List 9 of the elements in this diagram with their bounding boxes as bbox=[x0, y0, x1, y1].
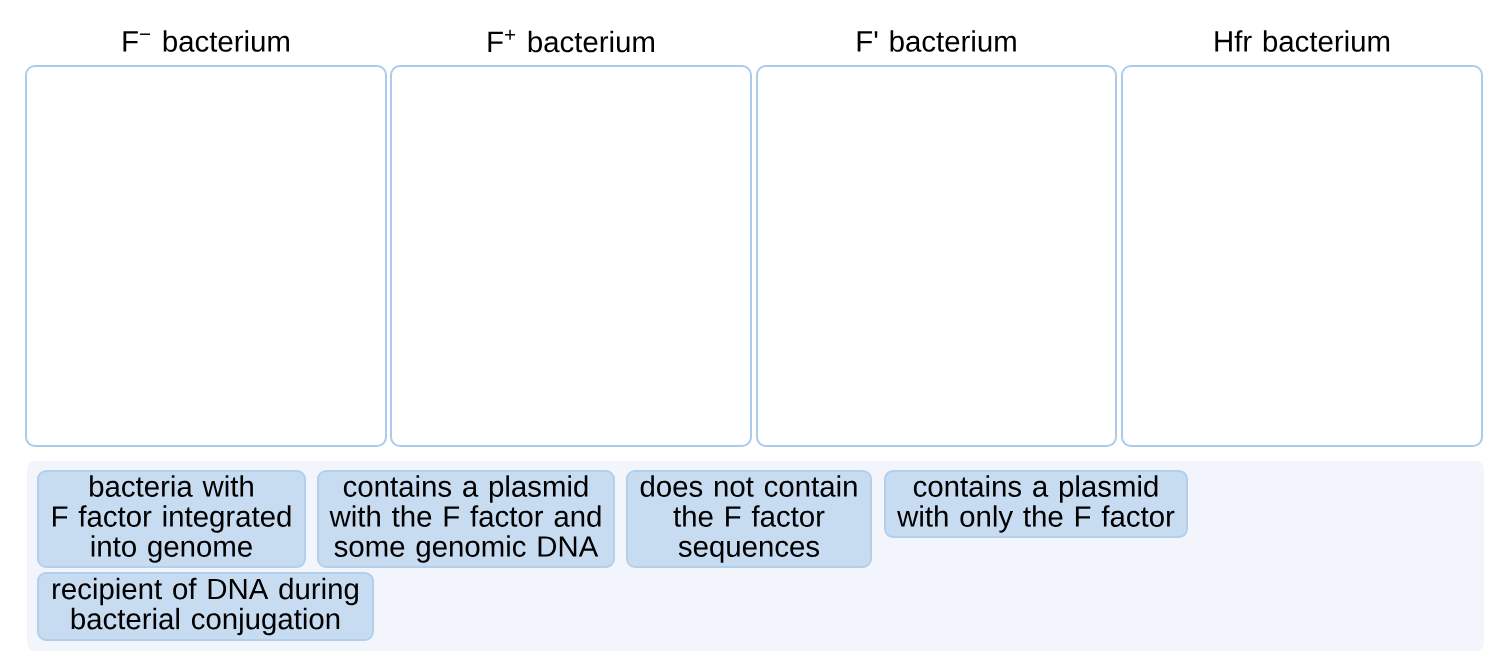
column-heading: F$^{+}$ bacterium bbox=[488, 29, 654, 53]
column-heading: F' bacterium bbox=[857, 30, 1016, 52]
column-heading: F$^{−}$ bacterium bbox=[123, 30, 289, 52]
answer-tile: bacteria with F factor integrated into genome bbox=[37, 470, 306, 568]
answer-tile: contains a plasmid with the F factor and some genomic DNA bbox=[317, 470, 615, 568]
column-heading: Hfr bacterium bbox=[1215, 30, 1390, 52]
answer-tile: recipient of DNA during bacterial conjugation bbox=[37, 572, 374, 641]
answer-tile: does not contain the F factor sequences bbox=[626, 470, 872, 568]
answer-tile: contains a plasmid with only the F factor bbox=[884, 470, 1188, 538]
